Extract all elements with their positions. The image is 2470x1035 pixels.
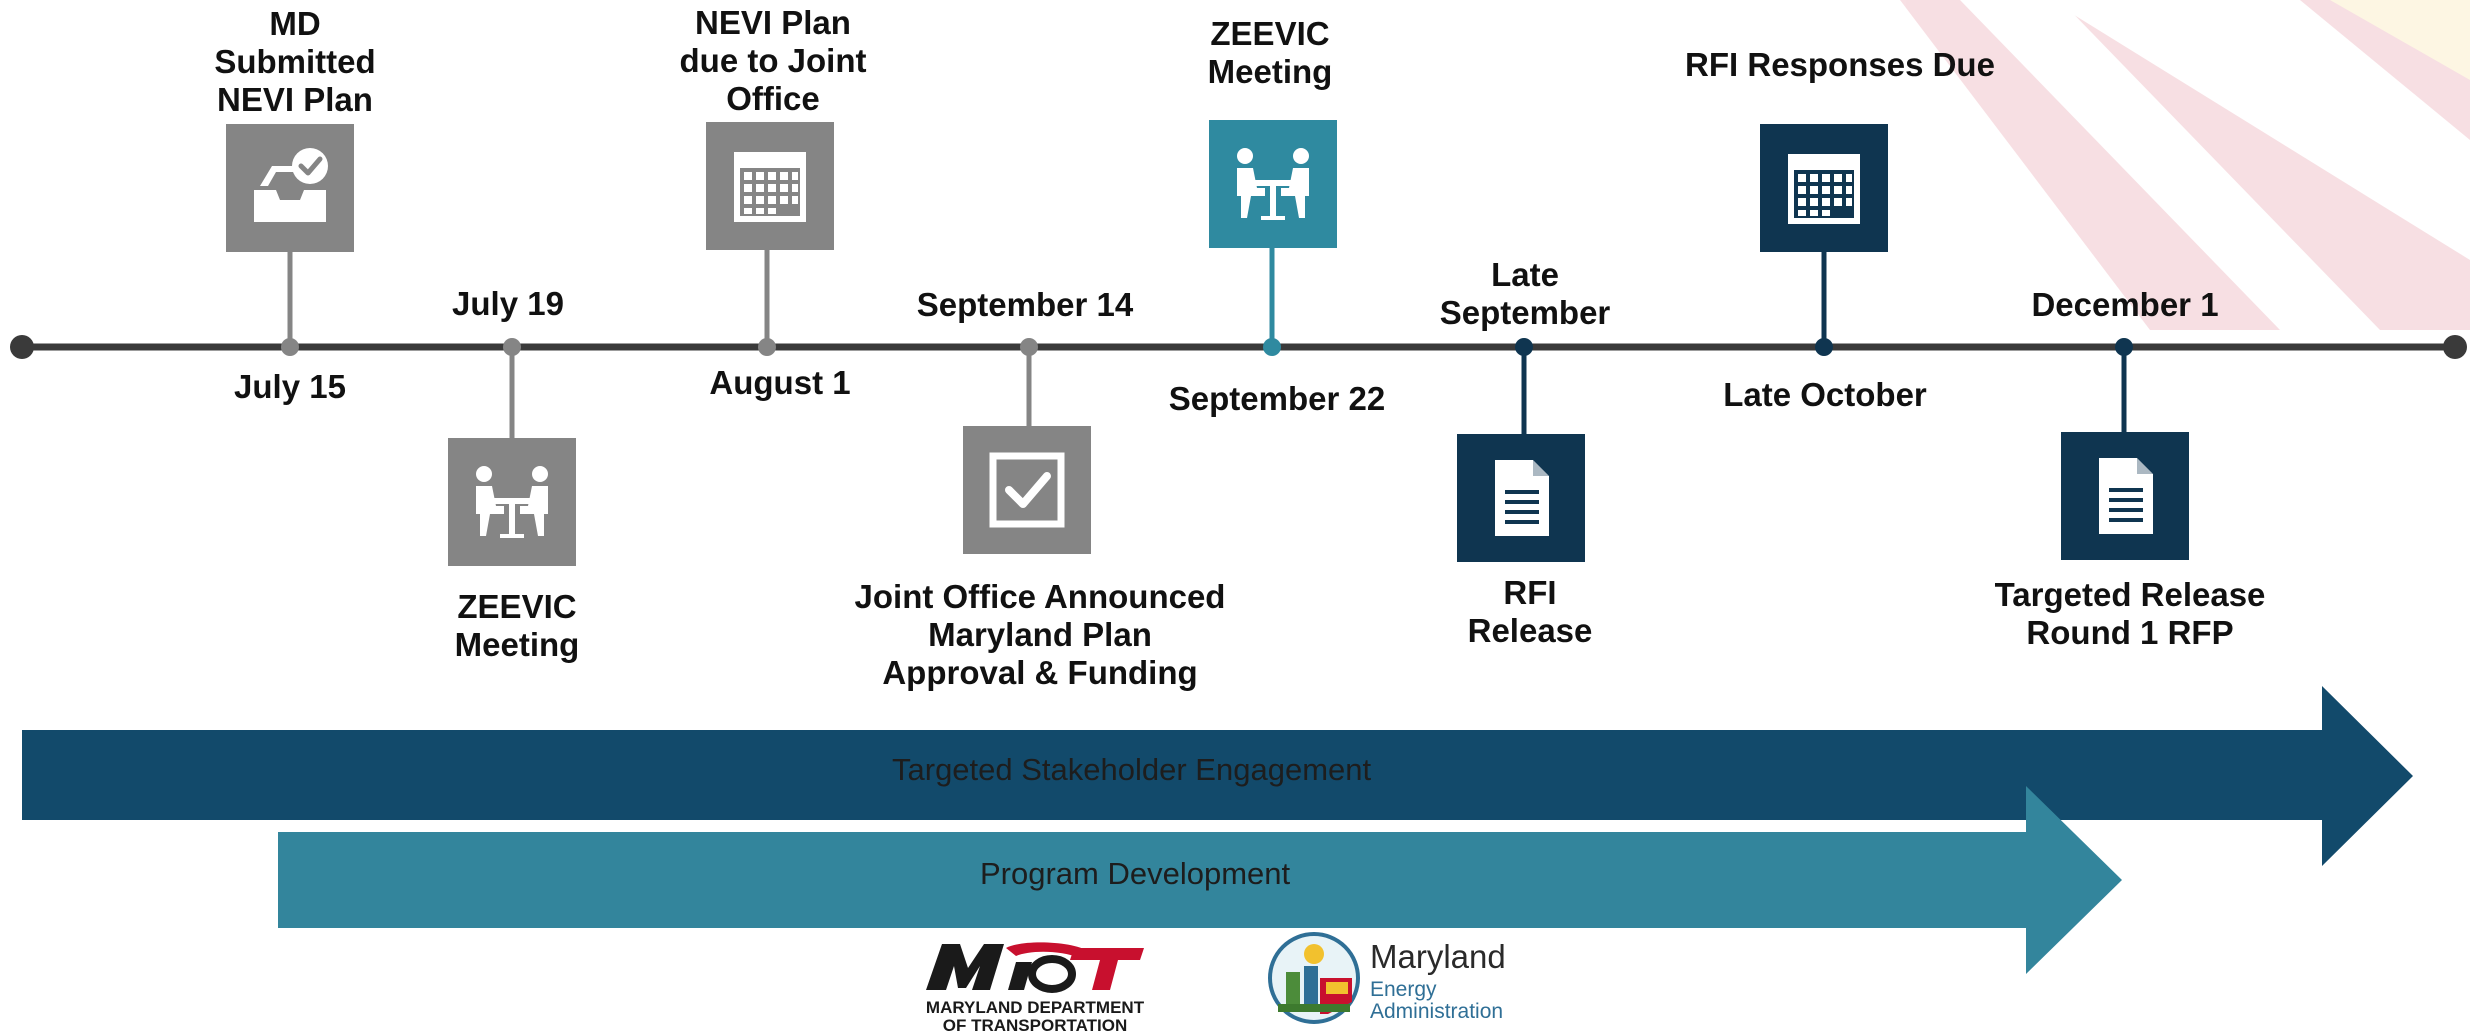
marker-rfi-release <box>1515 338 1533 356</box>
meeting-icon <box>1237 148 1309 220</box>
event-date-rfp-release: December 1 <box>2031 286 2219 323</box>
calendar-icon <box>734 152 806 222</box>
timeline-start-dot <box>10 335 34 359</box>
event-date-rfi-responses: Late October <box>1723 376 1927 413</box>
checkbox-icon <box>989 452 1065 528</box>
engagement-arrow <box>22 686 2413 866</box>
event-date-zeevic-july: July 19 <box>452 285 564 322</box>
mea-sub-2: Administration <box>1370 1000 1504 1023</box>
event-date-nevi-due: August 1 <box>709 364 851 401</box>
engagement-label: Targeted Stakeholder Engagement <box>892 752 1372 787</box>
event-box-zeevic-sept <box>1209 120 1337 248</box>
event-title-zeevic-july: ZEEVIC Meeting <box>454 588 580 663</box>
event-title-zeevic-sept: ZEEVIC Meeting <box>1207 15 1333 90</box>
event-box-rfi-responses <box>1760 124 1888 252</box>
event-title-md-submitted: MD Submitted NEVI Plan <box>214 5 376 118</box>
mdot-wordmark <box>926 942 1144 993</box>
marker-nevi-due <box>758 338 776 356</box>
event-title-rfi-release: RFI Release <box>1467 574 1593 649</box>
marker-zeevic-july <box>503 338 521 356</box>
mea-emblem <box>1268 932 1360 1024</box>
mdot-subtitle-1: MARYLAND DEPARTMENT <box>925 998 1145 1017</box>
event-date-rfi-release: Late September <box>1439 256 1611 331</box>
event-title-nevi-due: NEVI Plan due to Joint Office <box>679 4 867 117</box>
event-title-joint-office: Joint Office Announced Maryland Plan App… <box>854 578 1226 691</box>
program-label: Program Development <box>980 856 1291 891</box>
event-box-rfi-release <box>1457 434 1585 562</box>
inbox-check-icon <box>254 148 328 222</box>
event-box-zeevic-july <box>448 438 576 566</box>
mea-logo: Maryland Energy Administration <box>1268 930 1538 1025</box>
event-box-joint-office <box>963 426 1091 554</box>
calendar-icon <box>1788 154 1860 224</box>
event-box-rfp-release <box>2061 432 2189 560</box>
event-title-rfi-responses: RFI Responses Due <box>1685 46 1995 83</box>
marker-joint-office <box>1020 338 1038 356</box>
program-arrow <box>278 786 2122 974</box>
event-date-zeevic-sept: September 22 <box>1168 380 1386 417</box>
meeting-icon <box>476 466 548 538</box>
event-title-rfp-release: Targeted Release Round 1 RFP <box>1994 576 2266 651</box>
mdot-logo: MARYLAND DEPARTMENT OF TRANSPORTATION <box>920 938 1150 1035</box>
event-date-md-submitted: July 15 <box>234 368 346 405</box>
event-box-nevi-due <box>706 122 834 250</box>
marker-zeevic-sept <box>1263 338 1281 356</box>
event-box-md-submitted <box>226 124 354 252</box>
mea-sub-1: Energy <box>1370 978 1437 1001</box>
marker-rfi-responses <box>1815 338 1833 356</box>
document-icon <box>2099 458 2153 534</box>
event-date-joint-office: September 14 <box>916 286 1134 323</box>
marker-rfp-release <box>2115 338 2133 356</box>
marker-md-submitted <box>281 338 299 356</box>
timeline-end-dot <box>2443 335 2467 359</box>
mdot-subtitle-2: OF TRANSPORTATION <box>942 1016 1128 1035</box>
document-icon <box>1495 460 1549 536</box>
mea-name: Maryland <box>1370 938 1506 975</box>
